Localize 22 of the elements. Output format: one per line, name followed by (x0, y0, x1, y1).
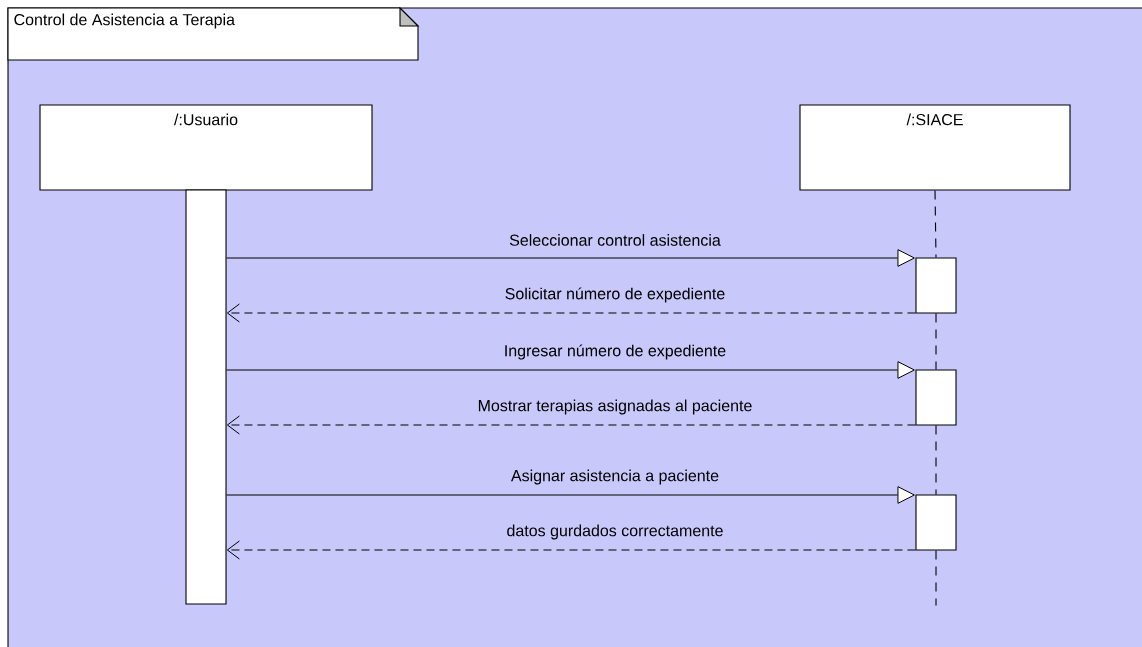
message-label: datos gurdados correctamente (507, 524, 723, 540)
lifeline-head-box: /:Usuario (39, 104, 373, 191)
message-arrow (226, 303, 916, 323)
message-label: Mostrar terapias asignadas al paciente (478, 399, 752, 415)
message-arrow (226, 249, 915, 267)
activation-bar (185, 189, 227, 605)
lifeline (935, 313, 937, 370)
lifeline (934, 190, 937, 258)
message-arrow (226, 540, 916, 560)
activation-bar (915, 369, 957, 426)
lifeline-head-box: /:SIACE (799, 104, 1071, 191)
lifeline (935, 550, 937, 607)
activation-bar (915, 494, 957, 551)
lifeline (935, 425, 937, 495)
message-label: Solicitar número de expediente (505, 287, 725, 303)
message-arrow (226, 486, 915, 504)
message-label: Ingresar número de expediente (505, 344, 726, 360)
message-label: Asignar asistencia a paciente (511, 469, 719, 485)
activation-bar (915, 257, 957, 314)
message-arrow (226, 361, 915, 379)
message-arrow (226, 415, 916, 435)
message-label: Seleccionar control asistencia (509, 234, 721, 246)
